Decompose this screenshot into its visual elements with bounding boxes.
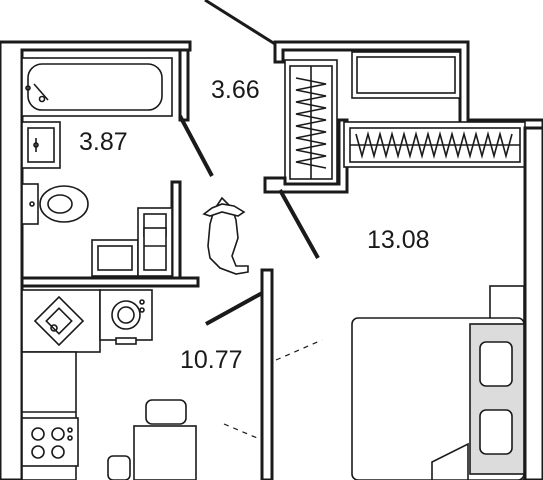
bed <box>351 285 525 480</box>
kitchen-sink <box>21 289 101 353</box>
area-label-hallway: 3.66 <box>211 76 260 104</box>
kitchen-washer <box>99 289 153 345</box>
bedroom-wardrobe <box>343 121 526 168</box>
right-wall <box>523 126 543 480</box>
area-label-bedroom: 13.08 <box>367 226 430 254</box>
bedroom-door-line <box>278 189 320 259</box>
outer-walls <box>0 40 543 480</box>
bathroom-appliances <box>91 180 182 282</box>
bathtub <box>21 57 173 117</box>
dining-set <box>107 399 197 480</box>
bathroom-sink <box>21 121 61 169</box>
area-label-bathroom: 3.87 <box>79 128 128 156</box>
partition-wall <box>205 268 323 480</box>
stove <box>21 417 79 467</box>
toilet <box>21 183 89 225</box>
hallway-wardrobe <box>263 59 349 194</box>
bathroom-door-line <box>178 115 214 177</box>
entry-line <box>204 0 276 46</box>
area-label-kitchen: 10.77 <box>180 346 243 374</box>
cat-figure <box>202 196 249 275</box>
kitchen-wall <box>20 276 200 288</box>
